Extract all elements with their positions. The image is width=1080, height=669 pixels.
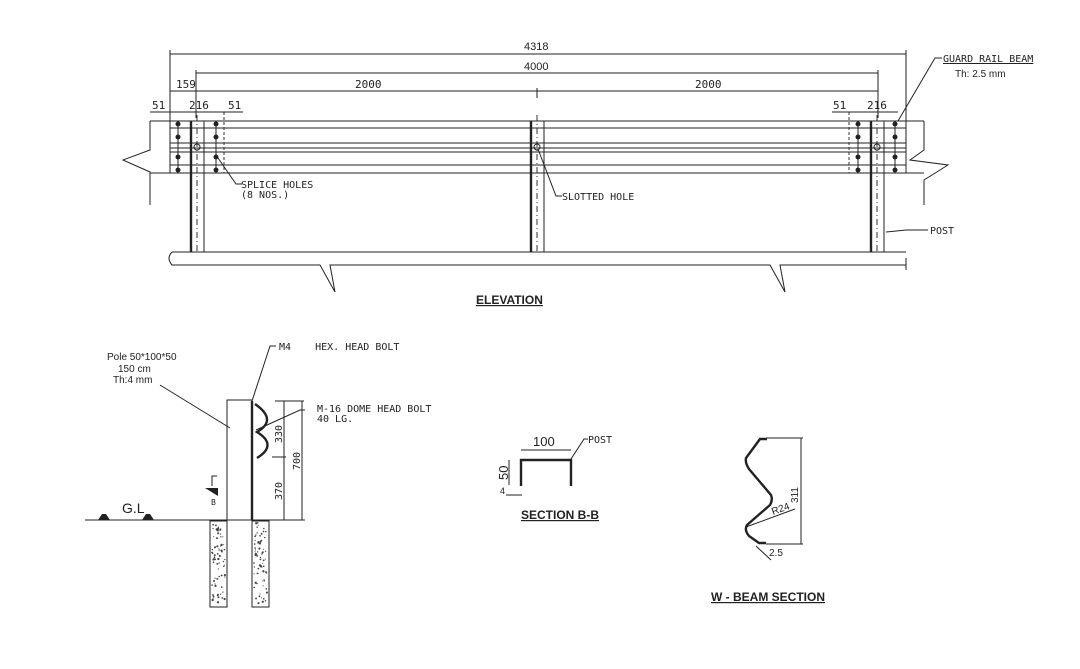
beam-thickness-label: Th: 2.5 mm [955, 69, 1006, 80]
dim-370: 370 [274, 482, 285, 500]
dome-bolt-label: M-16 DOME HEAD BOLT [317, 404, 431, 415]
dim-700: 700 [292, 452, 303, 470]
post-detail-view: B 330 370 700 Pole 50*100*50 150 cm Th:4… [85, 342, 431, 608]
posts [189, 115, 885, 252]
dimension-lines [150, 50, 907, 121]
ground-base [168, 251, 907, 293]
splice-holes-count: (8 NOS.) [241, 190, 289, 201]
pole-spec-2: 150 cm [118, 364, 151, 375]
dome-bolt-length: 40 LG. [317, 414, 353, 425]
section-thickness-4: 4 [500, 486, 505, 496]
dim-216-right: 216 [867, 99, 887, 112]
w-beam-thickness: 2.5 [769, 548, 783, 559]
hex-bolt-label: M4 HEX. HEAD BOLT [279, 342, 399, 353]
dim-51-right: 51 [833, 99, 846, 112]
w-beam-height-311: 311 [790, 487, 801, 503]
section-bb-view: 100 50 4 POST SECTION B-B [496, 434, 612, 522]
leader-lines [217, 57, 942, 233]
post-label: POST [930, 226, 954, 237]
dim-2000-left: 2000 [355, 78, 382, 91]
dim-4318: 4318 [524, 41, 548, 53]
dim-330: 330 [274, 425, 285, 443]
w-beam-title: W - BEAM SECTION [711, 590, 825, 604]
splice-holes [175, 112, 898, 173]
elevation-view: 4318 4000 2000 2000 159 51 216 51 51 216 [121, 41, 1033, 307]
dim-216-left: 216 [189, 99, 209, 112]
section-bb-title: SECTION B-B [521, 508, 599, 522]
concrete-foundation [209, 520, 270, 608]
slotted-hole-label: SLOTTED HOLE [562, 192, 634, 203]
section-width-100: 100 [533, 434, 555, 449]
w-beam-radius: R24 [770, 501, 791, 518]
elevation-title: ELEVATION [476, 293, 543, 307]
ground-level-label: G.L [122, 500, 145, 516]
section-mark-b: B [211, 498, 216, 507]
pole-spec-3: Th:4 mm [113, 375, 152, 386]
section-post-label: POST [588, 435, 612, 446]
pole-spec-1: Pole 50*100*50 [107, 352, 177, 363]
dim-159: 159 [176, 78, 196, 91]
dim-51-b: 51 [228, 99, 241, 112]
guard-rail-beam-label: GUARD RAIL BEAM [943, 54, 1033, 65]
section-height-50: 50 [496, 466, 511, 480]
dim-2000-right: 2000 [695, 78, 722, 91]
dim-4000: 4000 [524, 61, 548, 73]
dim-51-a: 51 [152, 99, 165, 112]
w-beam-section-view: 311 R24 2.5 W - BEAM SECTION [711, 437, 825, 604]
splice-holes-label: SPLICE HOLES [241, 180, 313, 191]
